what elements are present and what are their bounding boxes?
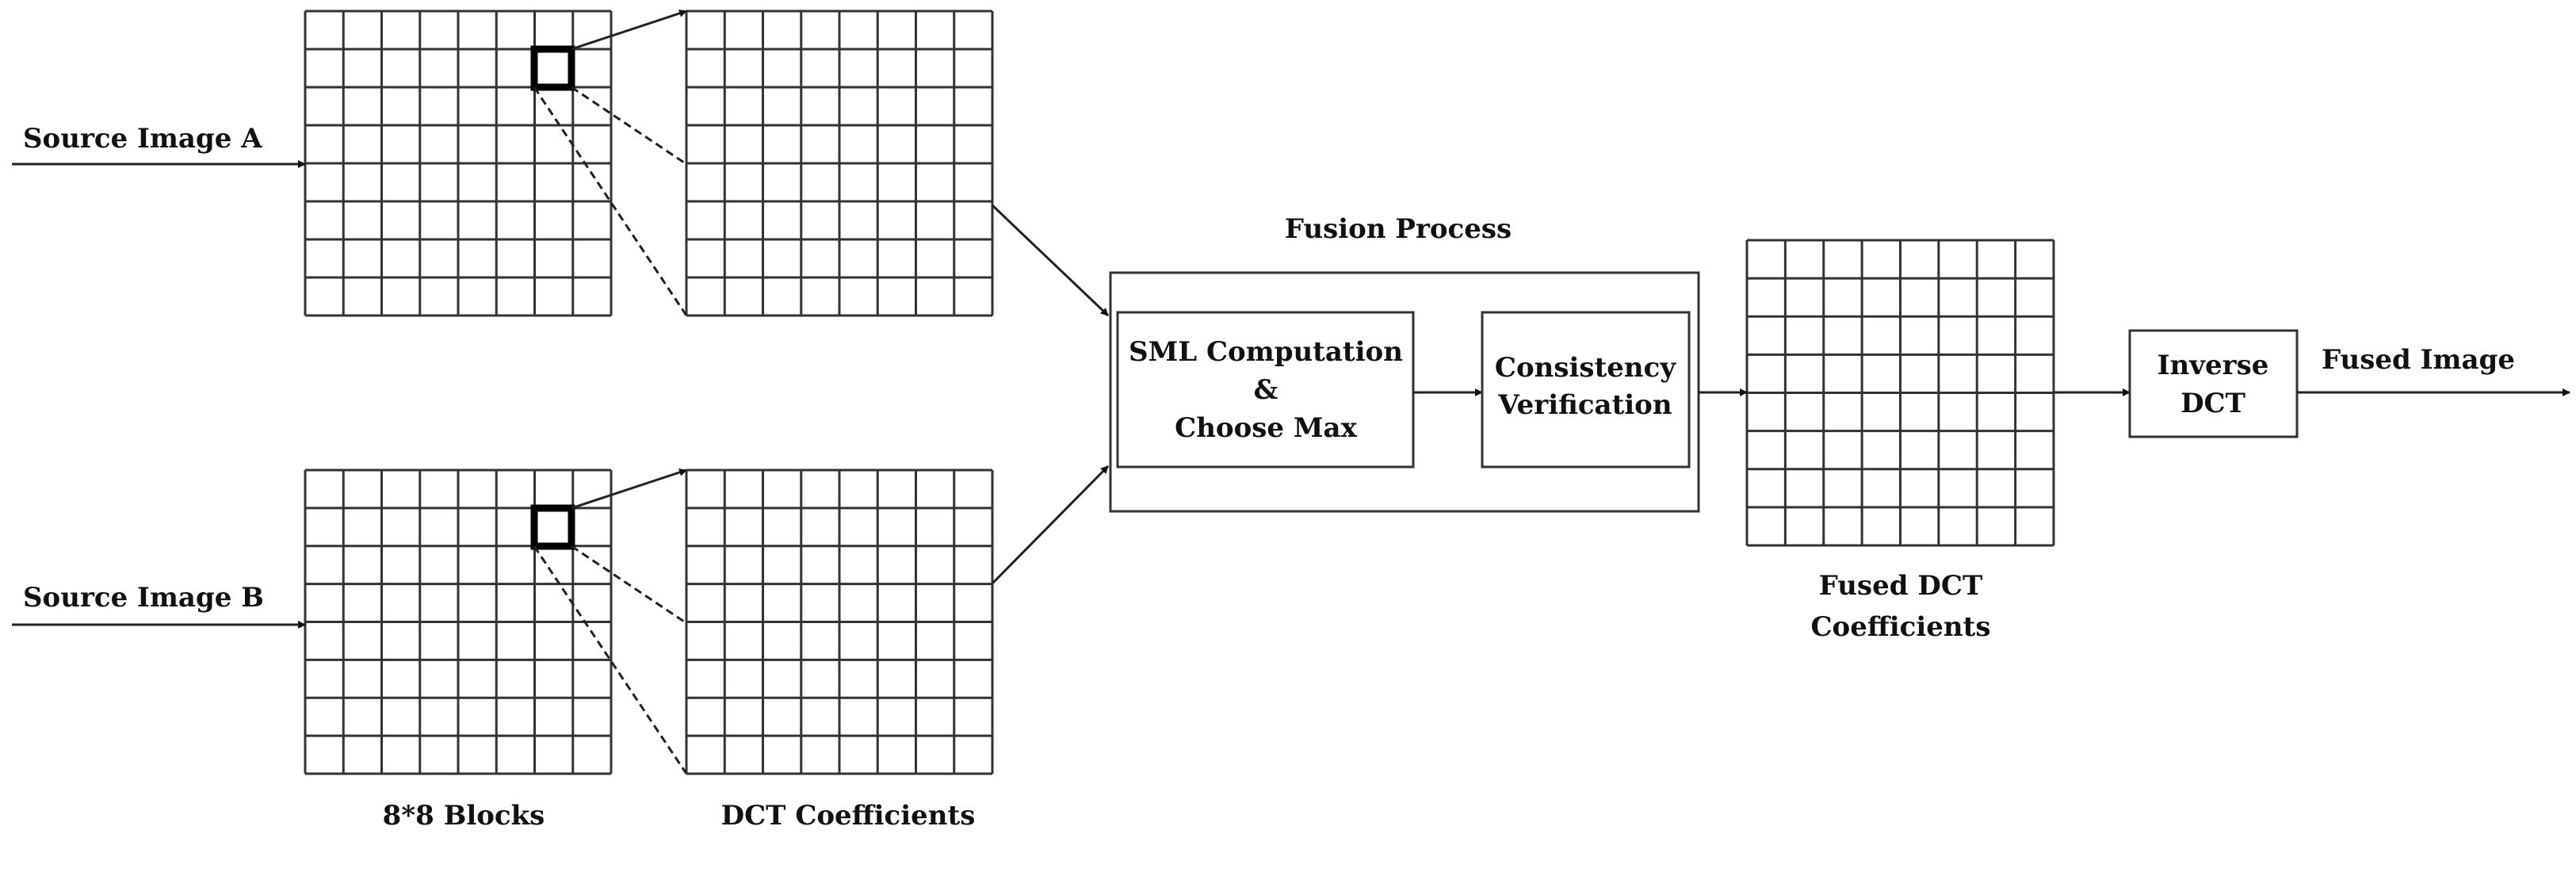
consistency-box: [1481, 311, 1691, 469]
selected-block-a: [530, 45, 575, 91]
fused-dct-label-1: Fused DCT: [1819, 570, 1983, 602]
image-b-dct-grid: [685, 469, 994, 775]
blocks-label: 8*8 Blocks: [383, 800, 545, 832]
sml-box: [1116, 311, 1415, 469]
dct-b-to-fusion-arrow: [991, 465, 1110, 585]
image-a-blocks-grid: [304, 10, 613, 317]
fusion-process-label: Fusion Process: [1285, 213, 1512, 245]
dct-coefficients-label: DCT Coefficients: [721, 800, 976, 832]
connectors-a: [533, 10, 688, 316]
image-a-dct-grid: [685, 10, 994, 317]
sml-label-2: &: [1254, 374, 1278, 406]
inverse-dct-label-1: Inverse: [2157, 350, 2269, 381]
selected-block-b: [530, 504, 575, 550]
inverse-dct-box: [2128, 329, 2299, 438]
fused-image-label: Fused Image: [2322, 344, 2515, 376]
image-b-blocks-grid: [304, 469, 613, 775]
sml-label-1: SML Computation: [1129, 336, 1403, 368]
connectors-b: [533, 469, 688, 775]
sml-label-3: Choose Max: [1175, 412, 1357, 444]
dct-a-to-fusion-arrow: [991, 204, 1110, 317]
consistency-label-1: Consistency: [1495, 352, 1676, 384]
inverse-dct-label-2: DCT: [2180, 388, 2245, 419]
source-a-label: Source Image A: [23, 123, 262, 155]
fused-dct-label-2: Coefficients: [1810, 611, 1990, 643]
fused-dct-grid: [1745, 239, 2055, 547]
consistency-label-2: Verification: [1497, 389, 1672, 421]
source-b-label: Source Image B: [23, 582, 264, 614]
